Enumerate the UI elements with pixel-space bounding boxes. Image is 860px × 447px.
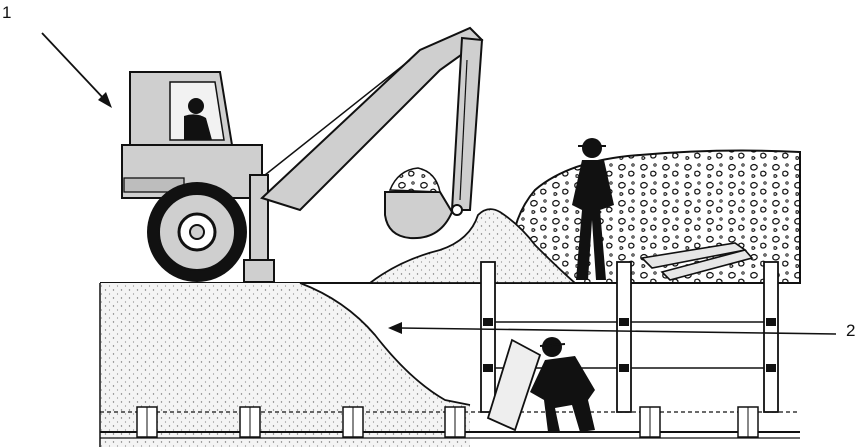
backhoe-icon: [122, 28, 482, 282]
callout-label-1: 1: [2, 4, 11, 21]
crouching-worker-icon: [488, 337, 595, 432]
callout-label-2: 2: [846, 322, 855, 339]
callout-arrow-1: [42, 33, 112, 108]
